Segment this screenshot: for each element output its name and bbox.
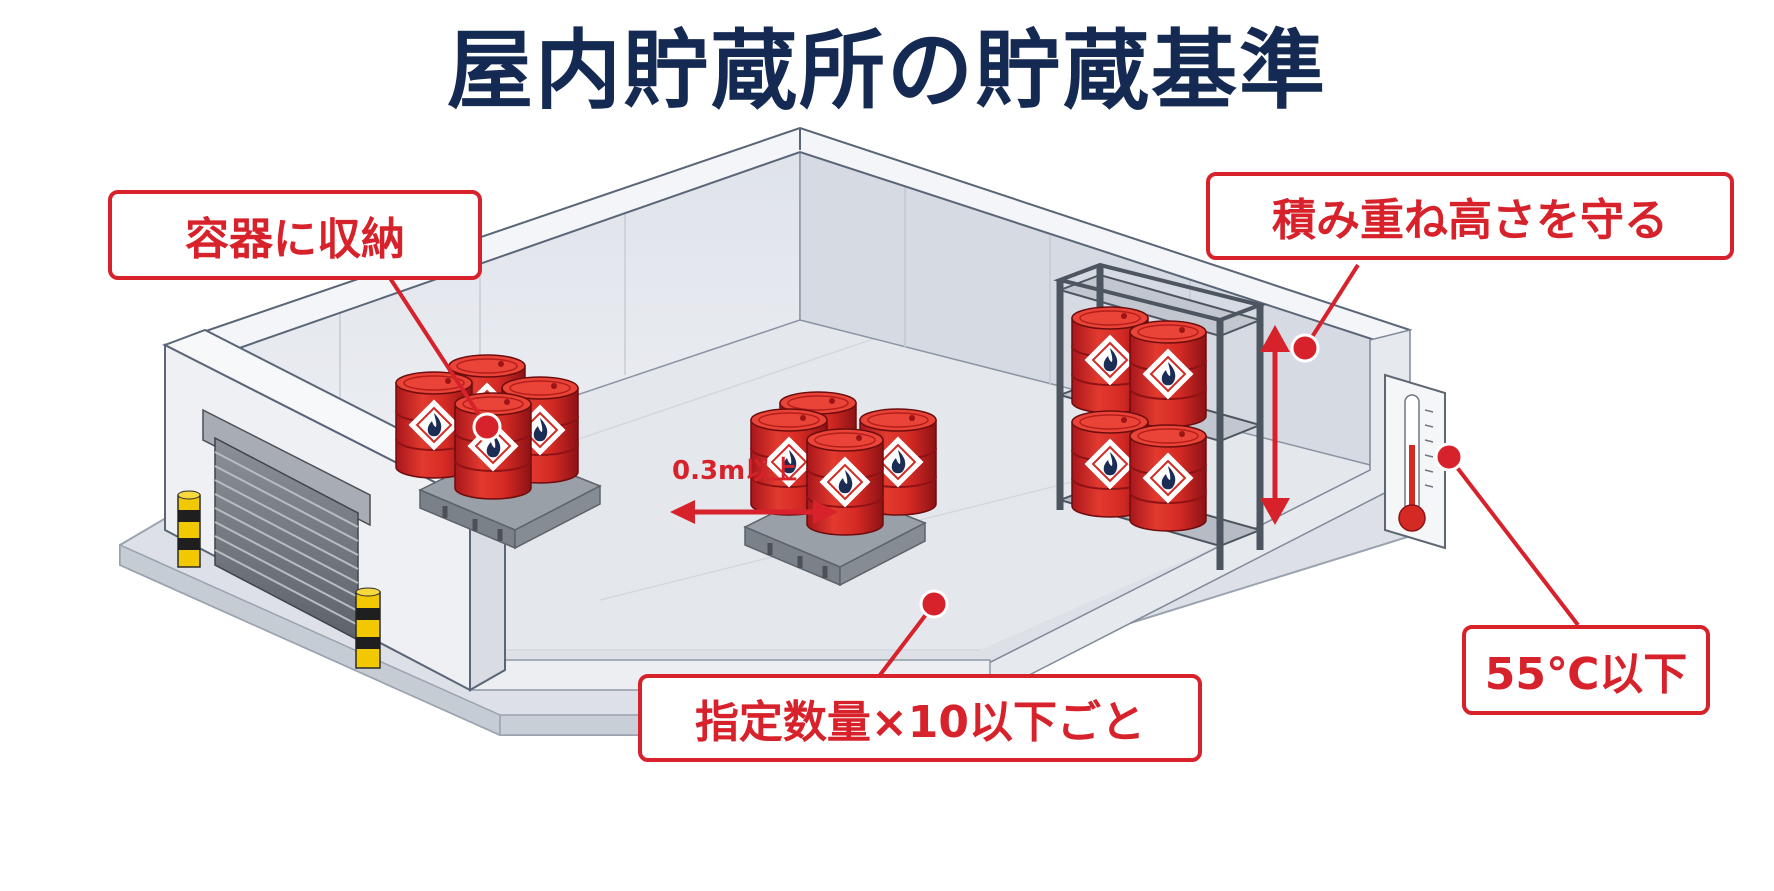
- bollard: [355, 587, 381, 669]
- callout-stack-height: 積み重ね高さを守る: [1206, 172, 1734, 260]
- gap-distance-label: 0.3m以上: [672, 456, 798, 486]
- callout-container: 容器に収納: [108, 190, 482, 280]
- thermometer-icon: [1384, 373, 1446, 550]
- page-title: 屋内貯蔵所の貯蔵基準: [447, 21, 1327, 121]
- height-arrow: [1260, 325, 1290, 525]
- gap-arrow: [670, 500, 838, 524]
- bollard: [177, 490, 201, 568]
- callout-quantity: 指定数量×10以下ごと: [638, 674, 1202, 762]
- callout-temperature: 55℃以下: [1462, 625, 1710, 715]
- shelving-rack: [1053, 262, 1267, 570]
